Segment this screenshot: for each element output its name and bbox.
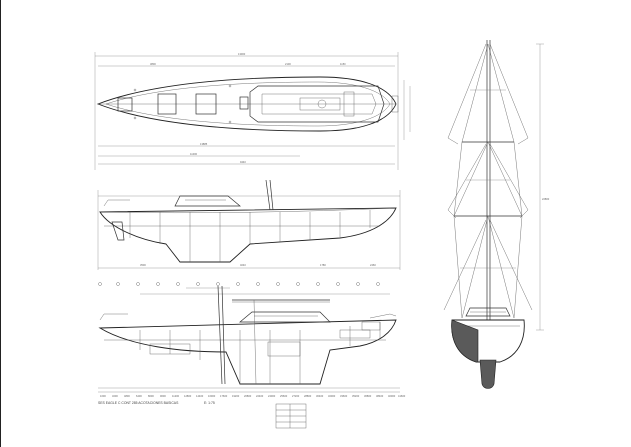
station-label: 24000 xyxy=(268,394,276,398)
title-block xyxy=(275,403,307,429)
station-markers xyxy=(98,282,380,286)
station-label: 36800 xyxy=(364,394,372,398)
station-label: 9600 xyxy=(160,394,166,398)
plan-dim-label: 9440 xyxy=(240,160,246,164)
station-label: 32000 xyxy=(328,394,336,398)
station-label: 40000 xyxy=(388,394,396,398)
sail-plan: 22800 xyxy=(443,40,550,389)
station-label: 30400 xyxy=(316,394,324,398)
plan-dim-label: 2100 xyxy=(285,62,291,66)
station-label: 20800 xyxy=(244,394,252,398)
station-label: 4800 xyxy=(124,394,130,398)
station-label: 17600 xyxy=(220,394,228,398)
station-label: 19200 xyxy=(232,394,240,398)
station-label: 33600 xyxy=(340,394,348,398)
plan-dim-label: 11000 xyxy=(190,152,198,156)
station-label: 14400 xyxy=(196,394,204,398)
station-label: 16000 xyxy=(208,394,216,398)
plan-dim-label: 13885 xyxy=(200,142,208,146)
station-label: 22400 xyxy=(256,394,264,398)
station-label: 6400 xyxy=(136,394,142,398)
profile-dim-label: 3500 xyxy=(140,263,146,267)
plan-dim-label: 3800 xyxy=(150,62,156,66)
drawing-caption: SES EAGLE C CONT 285 ACOTACIONES BASICAS xyxy=(98,401,179,405)
plan-view: 13000 3800 2100 1150 13885 11000 9440 xyxy=(94,52,411,170)
profile-dim-label: 4040 xyxy=(240,263,246,267)
plan-dim-label: 13000 xyxy=(238,52,246,56)
plan-dim-label: 1150 xyxy=(340,62,346,66)
section-view: 1600 3200 4800 6400 8000 9600 11200 1280… xyxy=(98,282,406,398)
profile-dim-label: 1780 xyxy=(320,263,326,267)
station-label: 25600 xyxy=(280,394,288,398)
station-label: 35200 xyxy=(352,394,360,398)
station-label: 8000 xyxy=(148,394,154,398)
station-label: 11200 xyxy=(172,394,180,398)
station-label: 1600 xyxy=(100,394,106,398)
station-label: 27200 xyxy=(292,394,300,398)
station-label: 38400 xyxy=(376,394,384,398)
station-label: 41600 xyxy=(398,394,406,398)
station-label: 3200 xyxy=(112,394,118,398)
station-label: 28800 xyxy=(304,394,312,398)
sail-height-label: 22800 xyxy=(542,197,550,201)
profile-dim-label: 2460 xyxy=(370,263,376,267)
drawing-scale: E: 1:75 xyxy=(204,401,215,405)
station-label: 12800 xyxy=(184,394,192,398)
sheet-left-edge xyxy=(0,0,1,447)
profile-view: 3500 4040 1780 2460 xyxy=(97,179,401,270)
